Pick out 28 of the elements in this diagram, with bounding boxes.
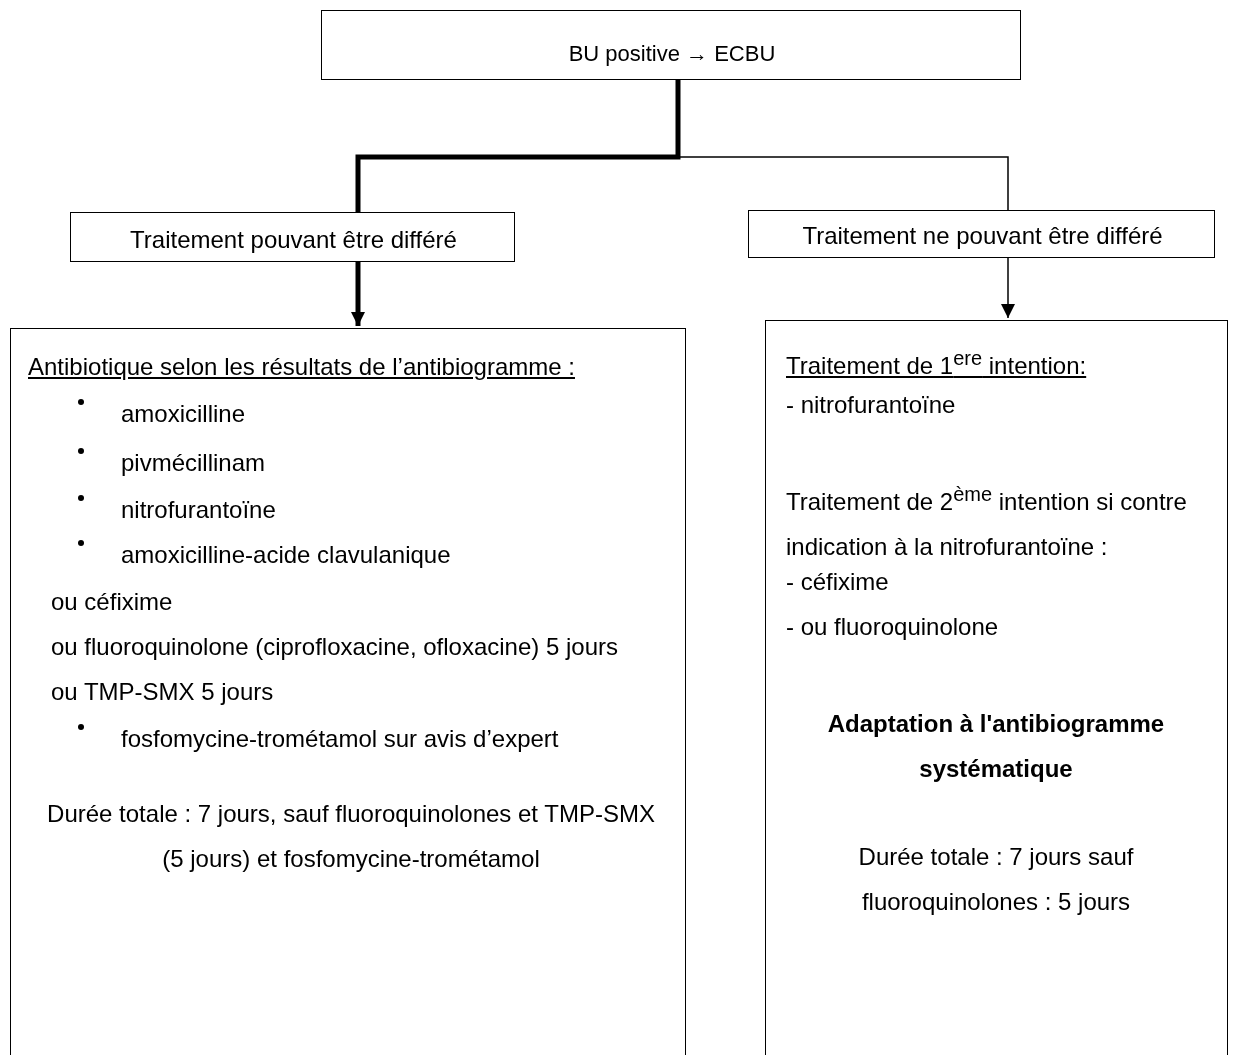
- list-item: amoxicilline-acide clavulanique: [121, 540, 452, 570]
- box-text: Traitement ne pouvant être différé: [801, 221, 1164, 251]
- arrow: [1001, 257, 1015, 319]
- list-item: fosfomycine-trométamol sur avis d’expert: [121, 724, 560, 754]
- connector-line: [355, 80, 681, 212]
- section-heading: Traitement de 1$^{ere}$ intention:: [786, 346, 1088, 381]
- box-text: - nitrofurantoïne: [786, 390, 957, 420]
- list-item: amoxicilline: [121, 399, 247, 429]
- box-text: ou fluoroquinolone (ciprofloxacine, ofloxacine) 5 jours: [51, 632, 619, 662]
- box-text: Durée totale : 7 jours sauf fluoroquinolones : 5 jours: [857, 842, 1135, 917]
- box-text: BU positive → ECBU: [567, 40, 777, 68]
- box-text: - céfixime: [786, 567, 890, 597]
- list-item: nitrofurantoïne: [121, 495, 277, 525]
- decision-box: [748, 210, 1215, 258]
- box-text: Traitement pouvant être différé: [129, 225, 458, 255]
- box-text: Adaptation à l'antibiogramme systématique: [826, 709, 1166, 784]
- box-text: Durée totale : 7 jours, sauf fluoroquinolones et TMP-SMX (5 jours) et fosfomycine-trométamol: [46, 799, 656, 874]
- list-item: pivmécillinam: [121, 448, 267, 478]
- section-heading: Antibiotique selon les résultats de l’antibiogramme :: [28, 352, 576, 382]
- box-text: Traitement de 2$^{ème}$ intention si contre indication à la nitrofurantoïne :: [786, 482, 1188, 562]
- box-text: ou céfixime: [51, 587, 174, 617]
- box-text: ou TMP-SMX 5 jours: [51, 677, 275, 707]
- treatment-box: [765, 320, 1228, 1055]
- box-text: - ou fluoroquinolone: [786, 612, 1000, 642]
- decision-box: [70, 212, 515, 262]
- arrow: [351, 262, 365, 326]
- start-box: [321, 10, 1021, 80]
- treatment-box: [10, 328, 686, 1055]
